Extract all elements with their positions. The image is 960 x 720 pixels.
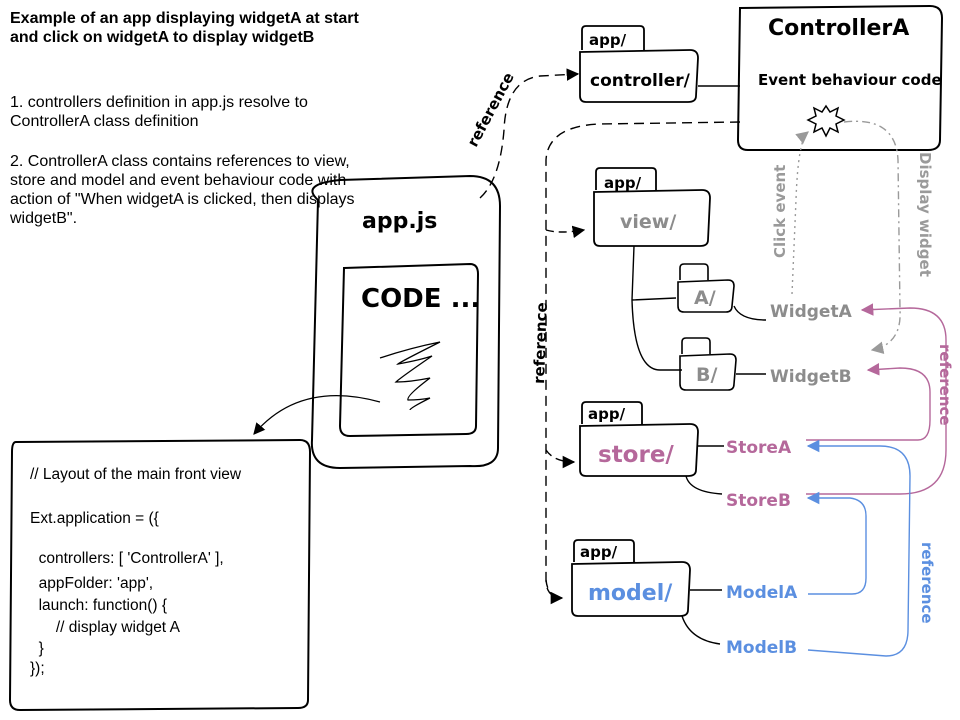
view-folder-shape [593, 189, 711, 247]
view-folder-tab[interactable]: app/ [604, 174, 642, 192]
controller-a-subtitle: Event behaviour code [758, 71, 942, 89]
reference-label-blue: reference [918, 542, 936, 624]
controller-to-store-arrow [545, 449, 576, 469]
appjs-title: app.js [362, 209, 437, 234]
view-a-link [733, 305, 767, 321]
click-event-line [791, 131, 809, 295]
model-folder-name[interactable]: model/ [588, 581, 673, 606]
view-a-folder-tab-shape [679, 263, 709, 280]
model-folder-shape [571, 561, 691, 617]
controller-a-title: ControllerA [768, 16, 909, 41]
store-folder-shape [579, 423, 699, 477]
widget-a-label[interactable]: WidgetA [770, 302, 853, 322]
model-tree-lines [681, 589, 722, 645]
controller-folder-tab[interactable]: app/ [589, 31, 627, 49]
widget-b-label[interactable]: WidgetB [770, 367, 852, 387]
step-1-text: 1. controllers definition in app.js reso… [10, 94, 308, 130]
step-2-text: 2. ControllerA class contains references… [10, 153, 355, 227]
controller-folder-shape [579, 49, 699, 103]
controller-a-box [736, 4, 944, 151]
store-tree-lines [685, 445, 724, 495]
appjs-controller-reference-line [479, 68, 580, 199]
controller-folder-tab-shape [581, 25, 645, 50]
controller-to-model-arrow [545, 579, 564, 605]
reference-label-left: reference [530, 302, 551, 384]
model-a-store-b-reference [806, 491, 867, 595]
code-line: controllers: [ 'ControllerA' ], [30, 550, 224, 567]
controller-to-view-arrow [545, 225, 586, 239]
view-tree-lines [631, 245, 682, 371]
reference-label-top: reference [464, 69, 518, 149]
event-burst-icon [806, 104, 846, 138]
view-folder-name[interactable]: view/ [620, 211, 676, 233]
code-line: } [30, 640, 44, 657]
store-b-widget-a-reference [806, 303, 947, 495]
display-widget-line [843, 120, 901, 354]
store-folder-tab[interactable]: app/ [588, 405, 626, 423]
model-b-label[interactable]: ModelB [726, 638, 797, 658]
appjs-container [310, 174, 502, 470]
model-b-store-a-reference [806, 439, 911, 657]
store-a-label[interactable]: StoreA [726, 438, 792, 458]
store-b-label[interactable]: StoreB [726, 491, 791, 511]
code-line: // display widget A [30, 619, 180, 636]
view-folder-tab-shape [595, 167, 657, 190]
code-scribble [379, 341, 441, 411]
click-event-label: Click event [771, 165, 789, 258]
view-b-folder-shape [679, 353, 737, 391]
view-a-folder-shape [677, 279, 735, 313]
appjs-code-label: CODE ... [361, 284, 480, 314]
view-a-folder-name[interactable]: A/ [694, 287, 716, 309]
store-folder-tab-shape [581, 401, 643, 424]
appjs-code-sheet [338, 262, 480, 438]
display-widget-label: Display widget [916, 152, 934, 277]
appjs-to-code-arrow [253, 395, 381, 435]
controller-folder-name[interactable]: controller/ [590, 71, 691, 91]
store-a-widget-b-reference [806, 363, 931, 441]
code-block-box [8, 438, 312, 712]
diagram-title: Example of an app displaying widgetA at … [10, 10, 359, 46]
code-line: }); [30, 660, 45, 677]
model-folder-tab[interactable]: app/ [580, 543, 618, 561]
store-folder-name[interactable]: store/ [598, 442, 674, 468]
code-line: appFolder: 'app', [30, 575, 154, 592]
model-folder-tab-shape [573, 539, 635, 562]
code-line: // Layout of the main front view [30, 466, 242, 483]
code-line: launch: function() { [30, 597, 167, 614]
model-a-label[interactable]: ModelA [726, 583, 798, 603]
view-b-folder-name[interactable]: B/ [696, 364, 717, 386]
code-line: Ext.application = ({ [30, 510, 159, 527]
view-b-folder-tab-shape [681, 337, 711, 354]
reference-label-pink: reference [936, 344, 954, 426]
